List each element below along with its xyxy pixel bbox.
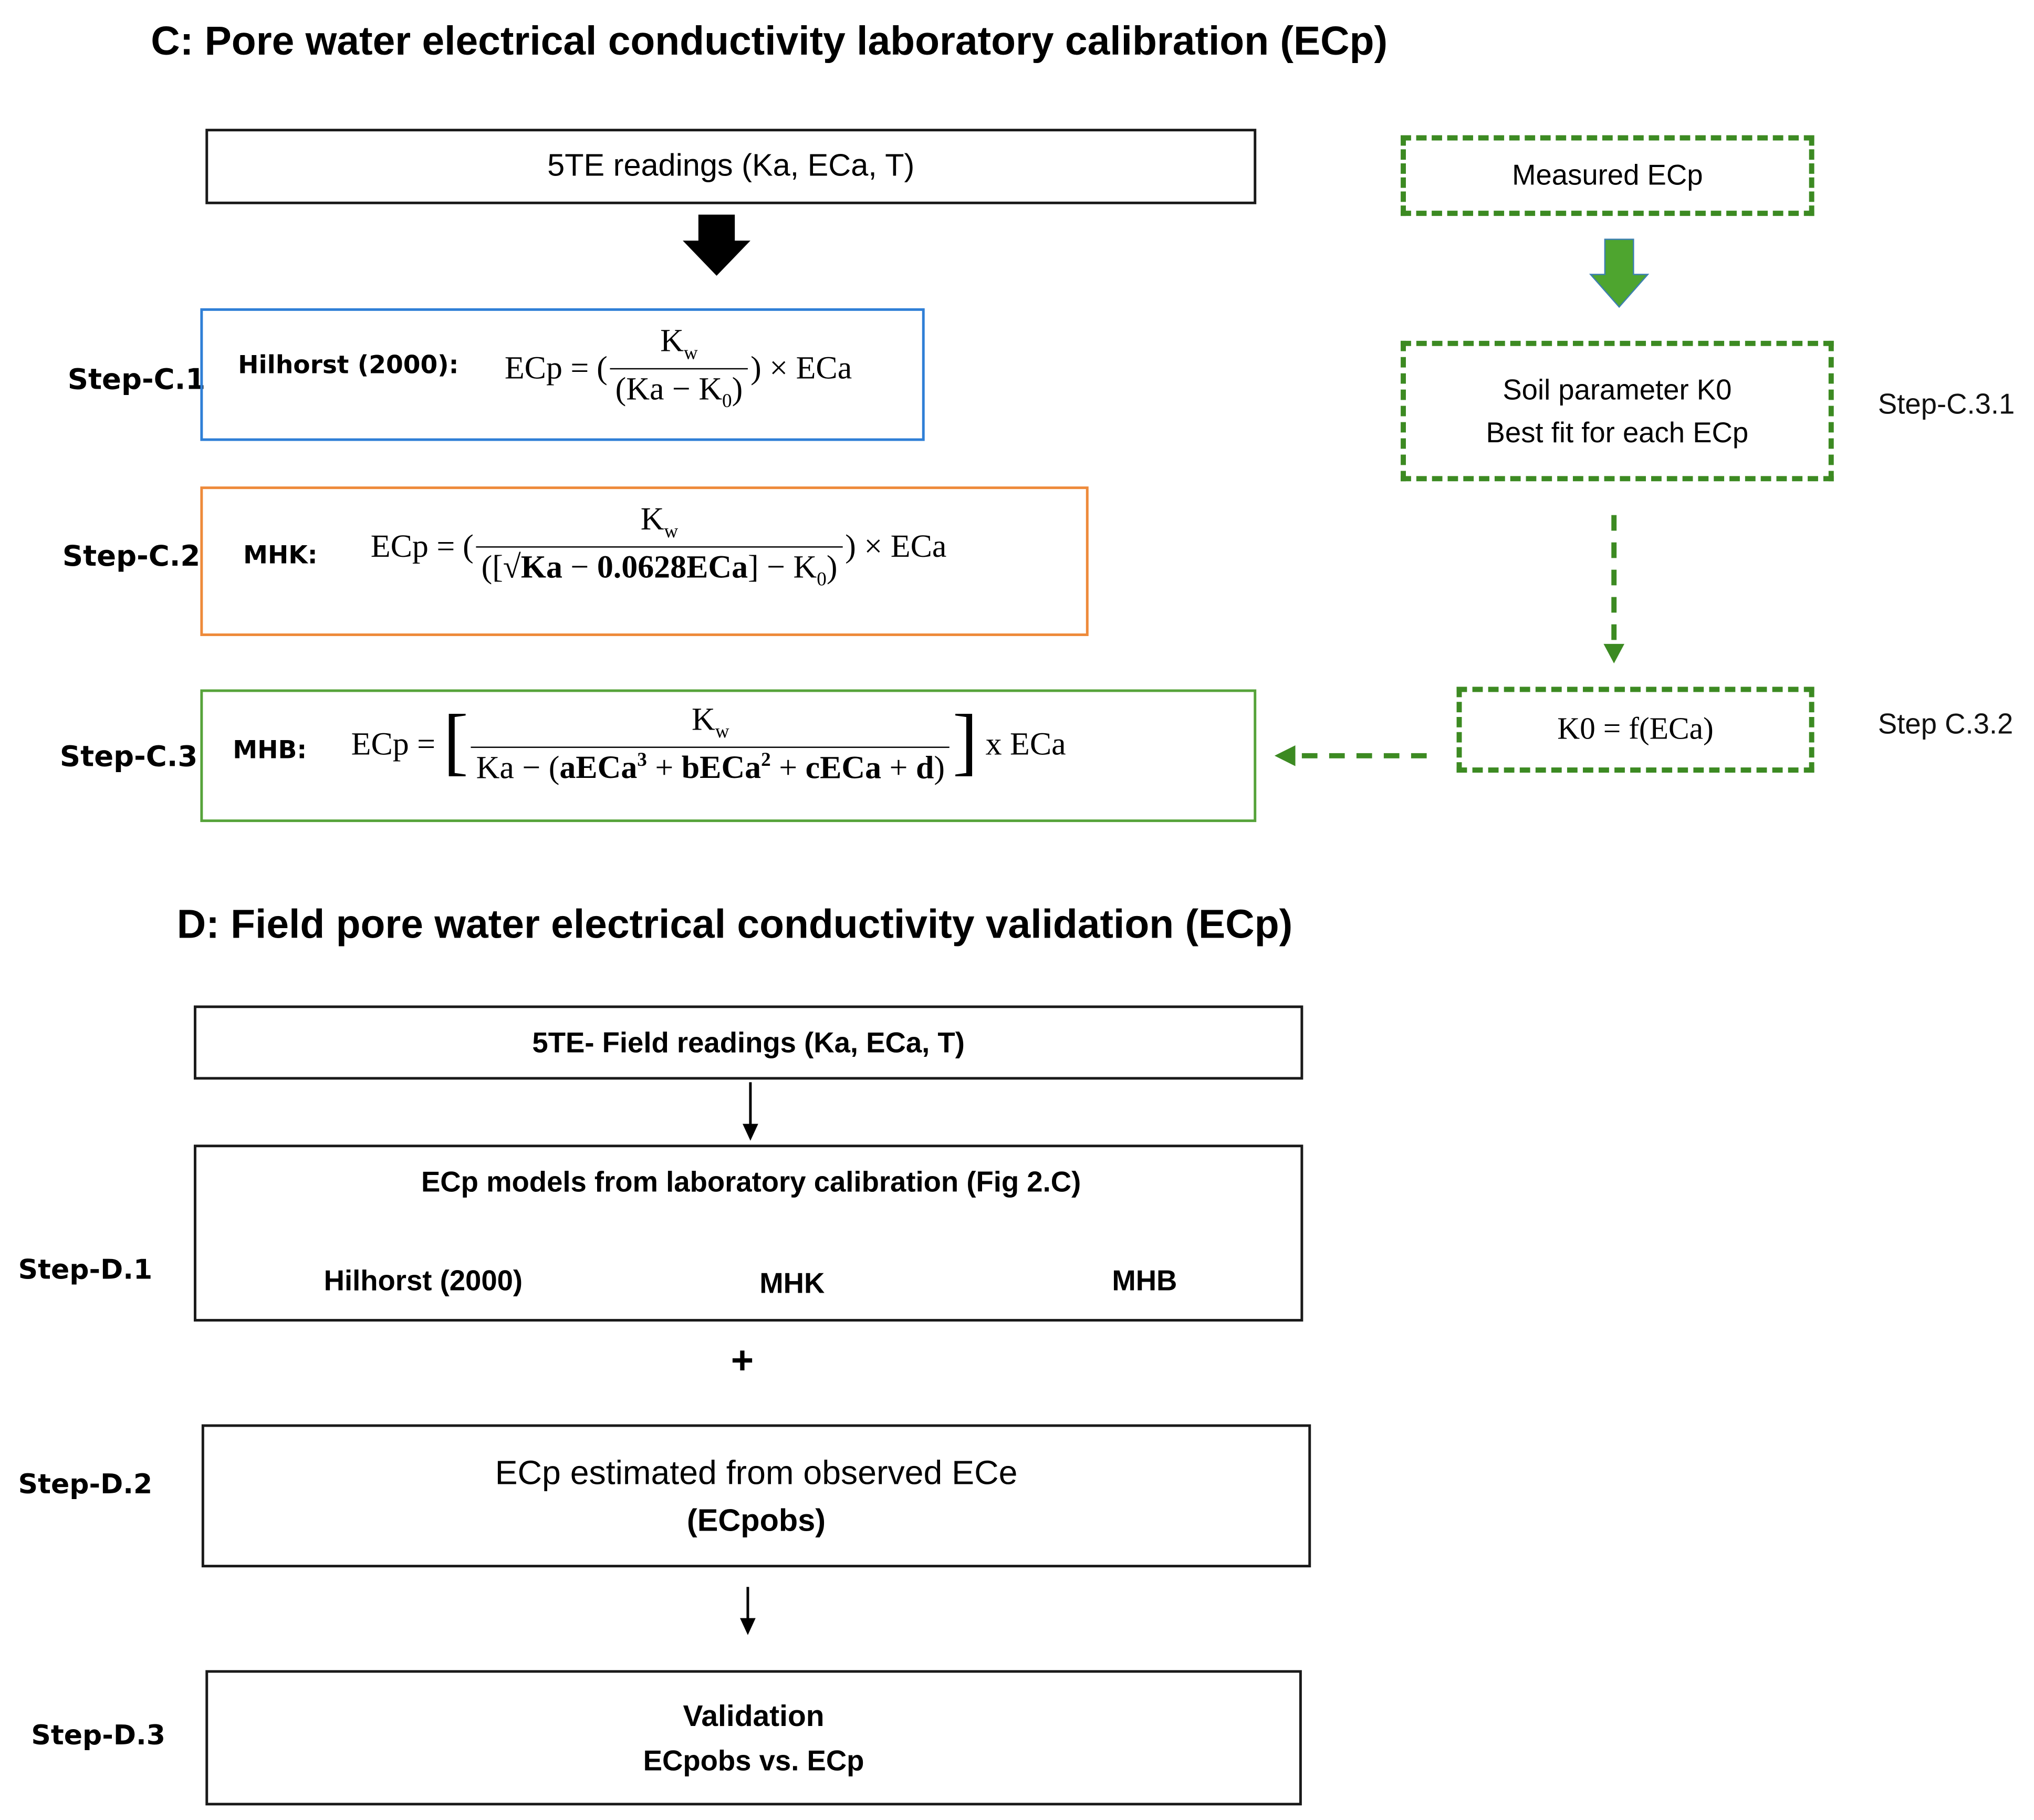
eq-x-eca: x ECa (985, 726, 1066, 762)
step-c2-label: Step-C.2 (62, 541, 201, 574)
estimated-line1: ECp estimated from observed ECe (495, 1452, 1018, 1492)
hilhorst-equation-box: Hilhorst (2000): ECp = ( Kw (Ka − K0) ) … (200, 308, 925, 441)
mhk-fraction: Kw ([√Ka − 0.0628ECa] − K0) (476, 502, 843, 592)
black-down-arrow (683, 214, 750, 276)
plus-sign: + (731, 1339, 754, 1383)
eq-times-eca: ) × ECa (750, 350, 852, 386)
k0-function-text: K0 = f(ECa) (1557, 712, 1714, 746)
section-c-title: C: Pore water electrical conductivity la… (151, 18, 1388, 64)
step-c1-label: Step-C.1 (67, 364, 206, 397)
eq-times-eca: ) × ECa (845, 528, 947, 564)
mhb-equation-box: MHB: ECp = [ Kw Ka − (aECa3 + bECa2 + cE… (200, 689, 1257, 823)
thin-arrow-1-head (743, 1124, 758, 1141)
readings-box-text: 5TE readings (Ka, ECa, T) (547, 148, 915, 184)
model-mhk: MHK (759, 1267, 825, 1299)
eq-lhs: ECp = (504, 350, 589, 386)
validation-line: ECpobs vs. ECp (643, 1744, 864, 1777)
readings-box: 5TE readings (Ka, ECa, T) (205, 129, 1257, 204)
mhk-equation-box: MHK: ECp = ( Kw ([√Ka − 0.0628ECa] − K0)… (200, 486, 1089, 636)
models-box: ECp models from laboratory calibration (… (193, 1145, 1303, 1322)
mhb-equation: ECp = [ Kw Ka − (aECa3 + bECa2 + cECa + … (351, 702, 1066, 787)
section-d-title: D: Field pore water electrical conductiv… (176, 901, 1293, 947)
estimated-ecp-box: ECp estimated from observed ECe (ECpobs) (201, 1424, 1311, 1568)
eq-lhs: ECp = (351, 726, 436, 762)
step-c3-label: Step-C.3 (59, 741, 198, 774)
soil-parameter-line2: Best fit for each ECp (1486, 416, 1749, 449)
mhk-label: MHK: (243, 541, 318, 570)
mhk-equation: ECp = ( Kw ([√Ka − 0.0628ECa] − K0) ) × … (371, 502, 947, 592)
k0-function-box: K0 = f(ECa) (1456, 687, 1814, 773)
step-c32-label: Step C.3.2 (1877, 708, 2014, 741)
green-down-arrow (1589, 238, 1650, 308)
estimated-line2: (ECpobs) (686, 1503, 826, 1538)
field-readings-text: 5TE- Field readings (Ka, ECa, T) (532, 1025, 965, 1058)
model-mhb: MHB (1112, 1264, 1177, 1297)
mhb-label: MHB: (233, 736, 307, 765)
step-d2-label: Step-D.2 (18, 1468, 153, 1500)
hilhorst-equation: ECp = ( Kw (Ka − K0) ) × ECa (505, 324, 852, 414)
thin-arrow-2-head (740, 1618, 756, 1635)
models-title: ECp models from laboratory calibration (… (421, 1165, 1081, 1198)
dashed-arrow-vertical-head (1603, 643, 1625, 663)
soil-parameter-box: Soil parameter K0 Best fit for each ECp (1401, 340, 1834, 482)
step-c31-label: Step-C.3.1 (1877, 387, 2015, 420)
step-d3-label: Step-D.3 (31, 1719, 165, 1751)
validation-box: Validation ECpobs vs. ECp (205, 1670, 1302, 1806)
hilhorst-fraction: Kw (Ka − K0) (610, 324, 748, 414)
measured-ecp-text: Measured ECp (1512, 159, 1703, 192)
validation-title: Validation (683, 1699, 825, 1733)
mhb-fraction: Kw Ka − (aECa3 + bECa2 + cECa + d) (471, 702, 950, 787)
eq-lhs: ECp = (370, 528, 455, 564)
measured-ecp-box: Measured ECp (1401, 135, 1814, 216)
field-readings-box: 5TE- Field readings (Ka, ECa, T) (193, 1005, 1303, 1080)
hilhorst-label: Hilhorst (2000): (238, 351, 459, 380)
model-hilhorst: Hilhorst (2000) (324, 1264, 523, 1297)
dashed-arrow-horizontal-head (1274, 745, 1296, 766)
step-d1-label: Step-D.1 (18, 1254, 153, 1285)
soil-parameter-line1: Soil parameter K0 (1503, 373, 1732, 406)
